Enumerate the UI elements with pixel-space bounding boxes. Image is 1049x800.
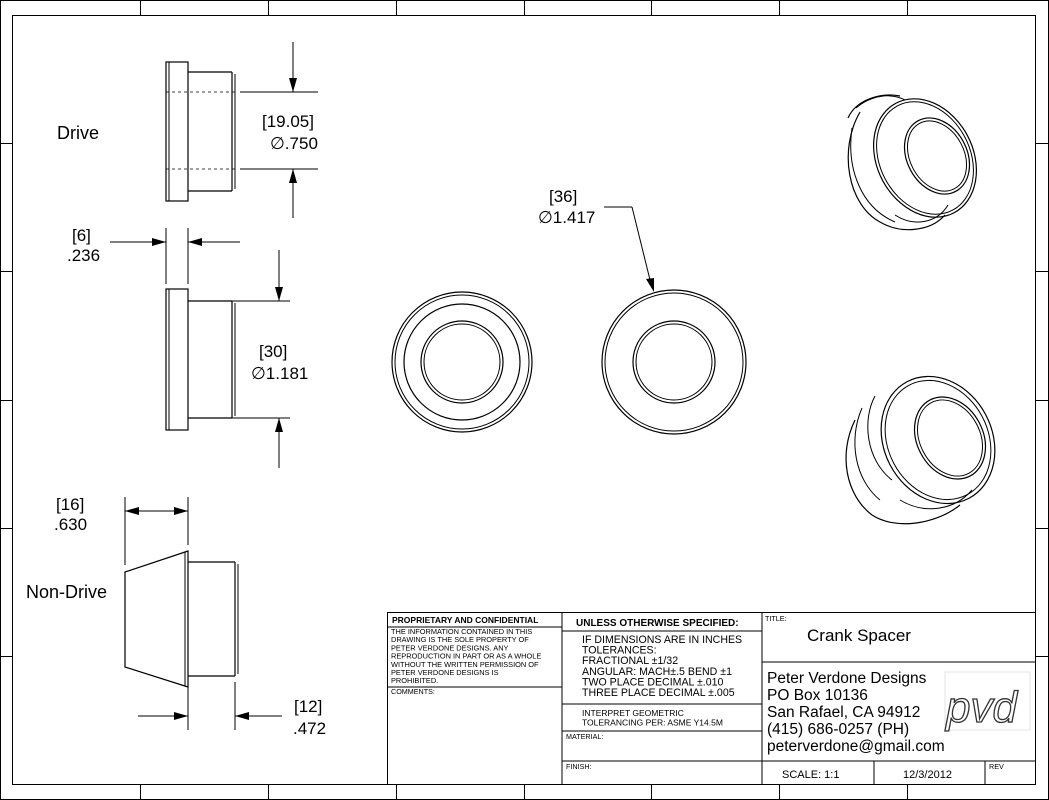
front-view-left	[391, 291, 533, 433]
front-view-right	[601, 206, 747, 435]
tolerance-lines-line: IF DIMENSIONS ARE IN INCHES	[582, 634, 742, 646]
proprietary-lines-line: DRAWING IS THE SOLE PROPERTY OF	[391, 635, 529, 644]
outer-od-in: ∅1.417	[538, 208, 595, 227]
proprietary-lines-line: PETER VERDONE DESIGNS IS	[391, 668, 499, 677]
isometric-view-top	[847, 94, 978, 231]
flange-side-view	[110, 228, 290, 468]
nondrive-step-mm: [12]	[294, 697, 322, 716]
nondrive-label: Non-Drive	[26, 582, 107, 602]
drive-od-in: ∅.750	[270, 134, 318, 153]
material-label: MATERIAL:	[566, 732, 603, 741]
proprietary-lines-line: WITHOUT THE WRITTEN PERMISSION OF	[391, 660, 539, 669]
pvd-logo-text: pvd	[944, 683, 1018, 732]
title-label: TITLE:	[765, 614, 787, 623]
drawing-title: Crank Spacer	[807, 626, 911, 645]
tolerance-lines-line: THREE PLACE DECIMAL ±.005	[582, 687, 735, 699]
tolerance-notes: IF DIMENSIONS ARE IN INCHESTOLERANCES:FR…	[582, 634, 742, 699]
geometric-lines-line: INTERPRET GEOMETRIC	[582, 708, 684, 718]
nondrive-length-in: .630	[54, 515, 87, 534]
tolerance-lines-line: FRACTIONAL ±1/32	[582, 655, 678, 667]
proprietary-title: PROPRIETARY AND CONFIDENTIAL	[392, 615, 538, 625]
drive-od-mm: [19.05]	[262, 112, 314, 131]
drawing-date: 12/3/2012	[903, 769, 952, 781]
flange-od-in: ∅1.181	[251, 364, 308, 383]
company-lines-line: (415) 686-0257 (PH)	[767, 721, 909, 738]
proprietary-notice: THE INFORMATION CONTAINED IN THISDRAWING…	[391, 627, 541, 685]
nondrive-length-mm: [16]	[56, 495, 84, 514]
tolerance-lines-line: ANGULAR: MACH±.5 BEND ±1	[582, 666, 732, 678]
outer-od-mm: [36]	[549, 187, 577, 206]
title-block	[387, 612, 1036, 785]
company-lines-line: San Rafael, CA 94912	[767, 704, 920, 721]
geometric-lines-line: TOLERANCING PER: ASME Y14.5M	[582, 718, 723, 728]
drive-label: Drive	[57, 123, 99, 143]
proprietary-lines-line: THE INFORMATION CONTAINED IN THIS	[391, 627, 532, 636]
pvd-logo: pvd	[943, 671, 1031, 733]
comments-label: COMMENTS:	[391, 687, 435, 696]
rev-label: REV	[989, 762, 1004, 771]
nondrive-side-view	[124, 497, 282, 730]
nondrive-step-in: .472	[293, 719, 326, 738]
isometric-view-bottom	[845, 375, 996, 525]
tolerance-lines-line: TWO PLACE DECIMAL ±.010	[582, 676, 724, 688]
proprietary-lines-line: PROHIBITED.	[391, 676, 438, 685]
company-lines-line: PO Box 10136	[767, 687, 868, 704]
unless-specified-title: UNLESS OTHERWISE SPECIFIED:	[576, 618, 739, 629]
proprietary-lines-line: REPRODUCTION IN PART OR AS A WHOLE	[391, 652, 541, 661]
tolerance-lines-line: TOLERANCES:	[582, 645, 657, 657]
scale-value: SCALE: 1:1	[782, 769, 839, 781]
flange-thickness-mm: [6]	[72, 226, 91, 245]
flange-od-mm: [30]	[259, 342, 287, 361]
drive-side-view	[165, 42, 318, 218]
finish-label: FINISH:	[566, 762, 592, 771]
company-lines-line: Peter Verdone Designs	[767, 670, 927, 687]
flange-thickness-in: .236	[67, 246, 100, 265]
proprietary-lines-line: PETER VERDONE DESIGNS. ANY	[391, 643, 509, 652]
company-lines-line: peterverdone@gmail.com	[767, 738, 945, 755]
